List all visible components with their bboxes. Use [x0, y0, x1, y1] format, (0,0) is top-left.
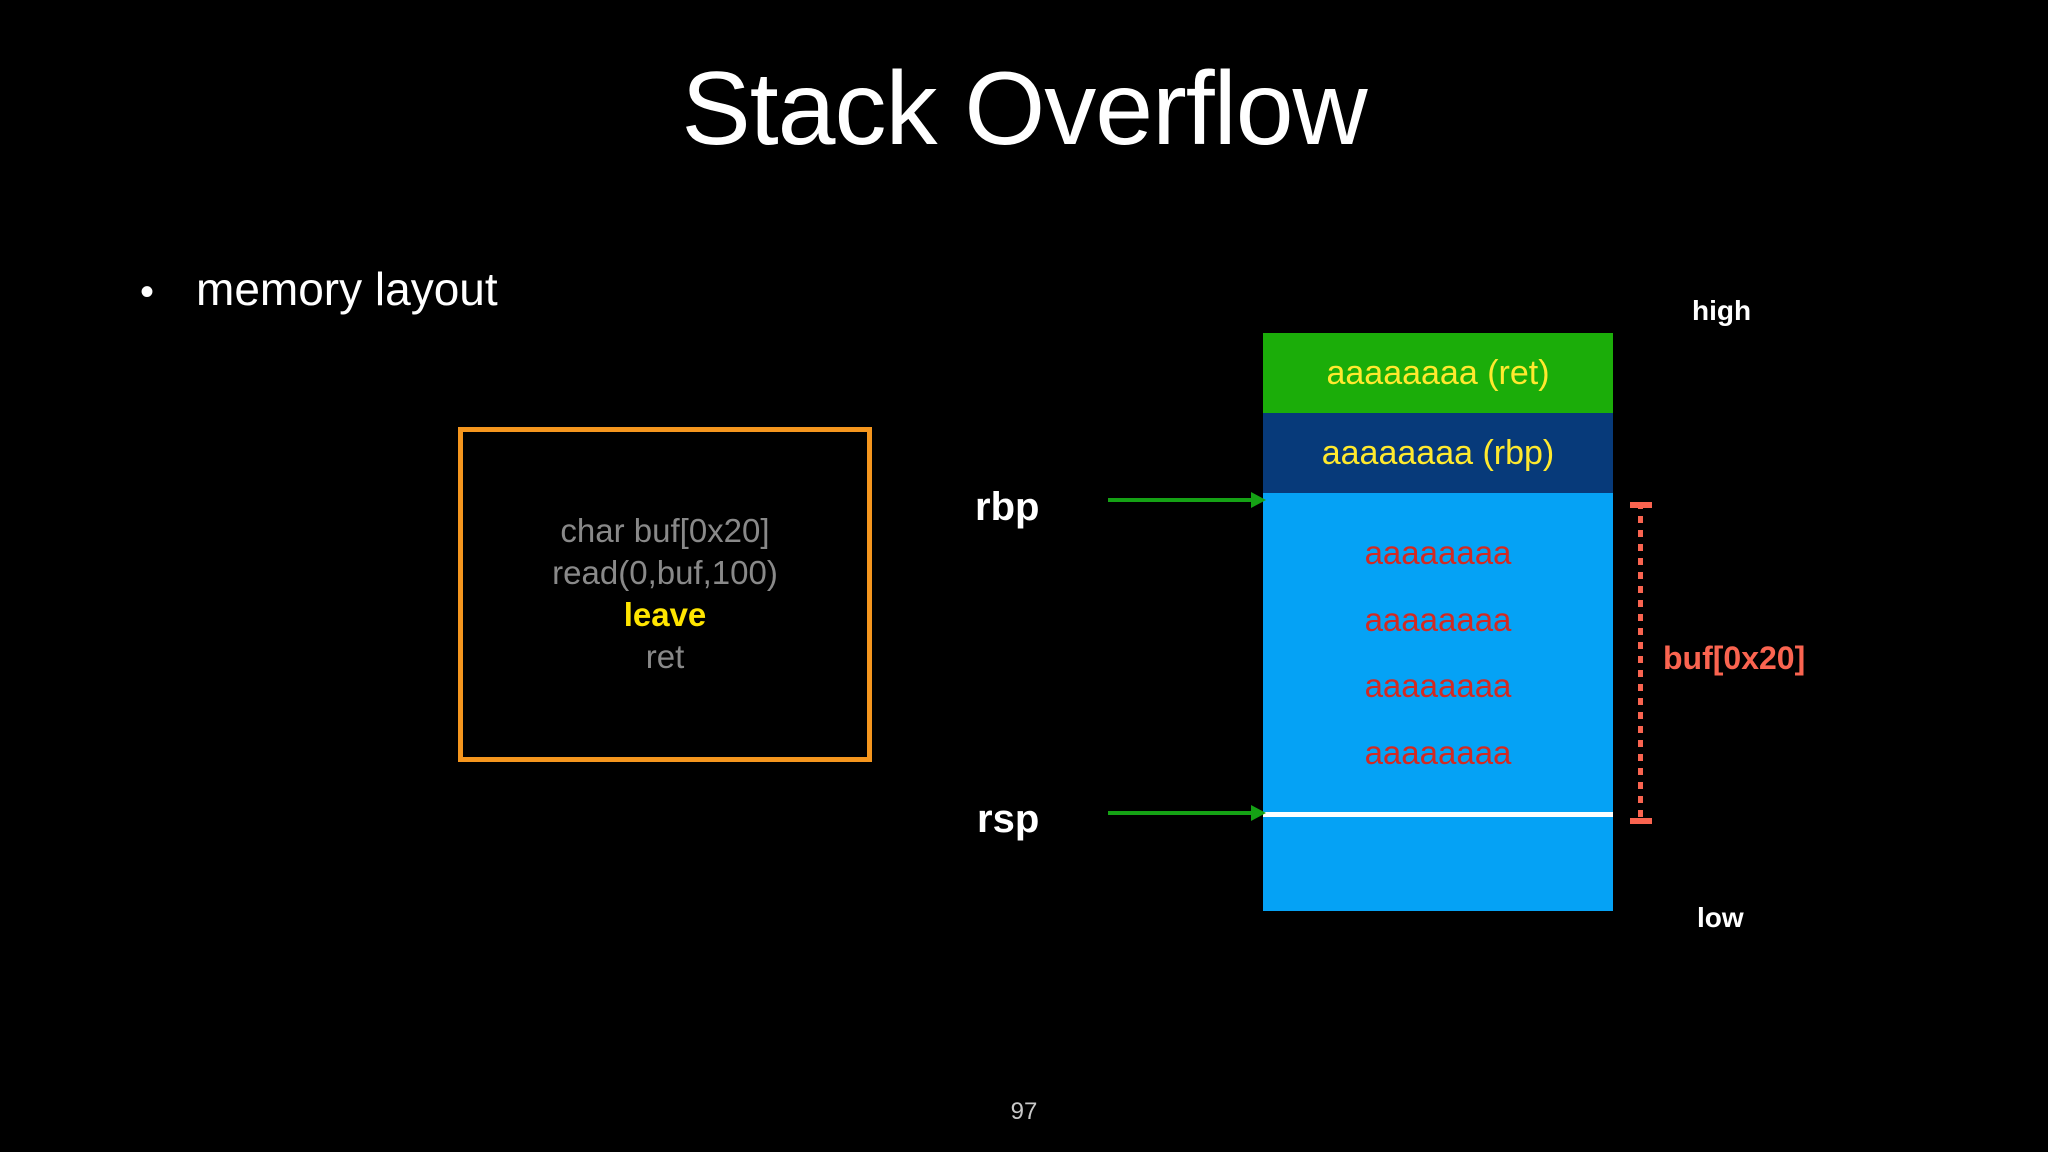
code-snippet-lines: char buf[0x20] read(0,buf,100) leave ret: [463, 510, 867, 678]
bullet-item-memory-layout: • memory layout: [140, 266, 498, 312]
buffer-extent-bracket-icon: [1630, 502, 1652, 824]
stack-cell-buffer: [1263, 493, 1613, 911]
code-line-declaration: char buf[0x20]: [560, 512, 770, 549]
arrow-head: [1251, 492, 1266, 508]
stack-cell-saved-rbp: aaaaaaaa (rbp): [1263, 413, 1613, 493]
stack-cell-saved-rbp-label: aaaaaaaa (rbp): [1321, 433, 1555, 472]
register-label-rsp: rsp: [977, 797, 1040, 841]
stack-cell-return-address: aaaaaaaa (ret): [1263, 333, 1613, 413]
arrow-shaft: [1108, 811, 1252, 815]
page-number: 97: [1010, 1098, 1038, 1125]
code-line-leave: leave: [623, 596, 707, 633]
rsp-pointer-arrow-icon: [1108, 802, 1266, 824]
stack-cell-return-address-label: aaaaaaaa (ret): [1326, 353, 1550, 392]
memory-direction-low-label: low: [1697, 902, 1744, 933]
bullet-item-label: memory layout: [196, 263, 498, 315]
bullet-marker-icon: •: [140, 270, 155, 314]
rbp-pointer-arrow-icon: [1108, 489, 1266, 511]
code-snippet-box: char buf[0x20] read(0,buf,100) leave ret: [458, 427, 872, 762]
register-label-rbp: rbp: [975, 485, 1040, 529]
bracket-cap-bottom: [1630, 818, 1652, 824]
bracket-dotted-line: [1638, 502, 1643, 824]
code-line-read-call: read(0,buf,100): [552, 554, 778, 591]
arrow-shaft: [1108, 498, 1252, 502]
buffer-size-label: buf[0x20]: [1663, 640, 1806, 676]
memory-direction-high-label: high: [1692, 295, 1752, 326]
rsp-boundary-line: [1263, 812, 1613, 817]
code-line-ret: ret: [645, 638, 685, 675]
page-title: Stack Overflow: [681, 51, 1367, 167]
stack-memory-diagram: aaaaaaaa (ret) aaaaaaaa (rbp) aaaaaaaa a…: [1263, 333, 1613, 911]
arrow-head: [1251, 805, 1266, 821]
